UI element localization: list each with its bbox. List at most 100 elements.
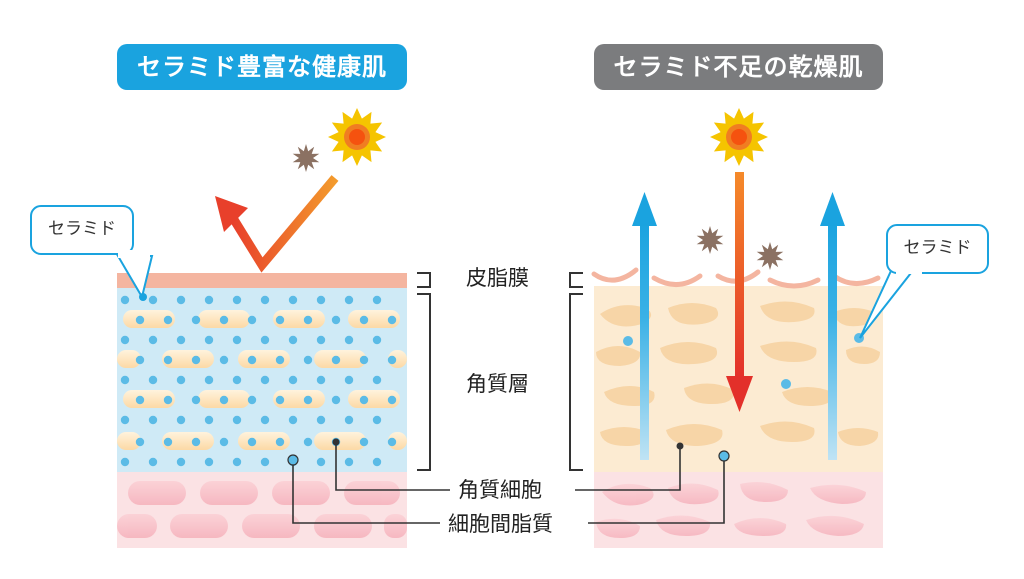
ceramide-dot bbox=[316, 295, 326, 305]
moisture-escape-arrow-left bbox=[632, 192, 657, 460]
dermis-layer-dry bbox=[594, 472, 883, 548]
ceramide-dot bbox=[387, 437, 397, 447]
ceramide-dot bbox=[387, 395, 397, 405]
ceramide-dot bbox=[316, 375, 326, 385]
ceramide-dot bbox=[219, 437, 229, 447]
ceramide-dots bbox=[120, 295, 397, 467]
uv-penetrate-arrow bbox=[726, 172, 753, 412]
ceramide-dot bbox=[316, 415, 326, 425]
ceramide-dot bbox=[191, 395, 201, 405]
ceramide-dot bbox=[176, 375, 186, 385]
ceramide-dot bbox=[387, 315, 397, 325]
ceramide-dot bbox=[344, 415, 354, 425]
ceramide-dot bbox=[247, 315, 257, 325]
ceramide-dot bbox=[316, 335, 326, 345]
ceramide-callout-label-left: セラミド bbox=[48, 219, 116, 239]
ceramide-dot bbox=[204, 457, 214, 467]
ceramide-dot bbox=[163, 437, 173, 447]
ceramide-dot bbox=[372, 335, 382, 345]
ceramide-dot bbox=[303, 437, 313, 447]
ceramide-dot bbox=[260, 415, 270, 425]
ceramide-dot bbox=[247, 395, 257, 405]
ceramide-dot bbox=[120, 375, 130, 385]
ceramide-dot bbox=[232, 457, 242, 467]
ceramide-callout-left bbox=[30, 205, 154, 301]
ceramide-dot bbox=[148, 457, 158, 467]
ceramide-dot bbox=[148, 295, 158, 305]
ceramide-dot bbox=[219, 315, 229, 325]
uv-reflect-arrowhead bbox=[215, 196, 248, 232]
ceramide-dot bbox=[120, 335, 130, 345]
ceramide-dot bbox=[288, 295, 298, 305]
ceramide-dot bbox=[120, 295, 130, 305]
ceramide-dot bbox=[232, 335, 242, 345]
irritant-particle-icon bbox=[292, 144, 320, 172]
ceramide-dot bbox=[372, 295, 382, 305]
ceramide-dot bbox=[163, 395, 173, 405]
sebum-film bbox=[117, 273, 407, 288]
ceramide-dot bbox=[372, 415, 382, 425]
lipid-marker-right bbox=[718, 450, 730, 462]
ceramide-dot bbox=[359, 315, 369, 325]
ceramide-dot bbox=[120, 457, 130, 467]
ceramide-dot bbox=[176, 335, 186, 345]
layer-brackets bbox=[417, 272, 583, 471]
irritant-particle-icon-b bbox=[756, 242, 784, 270]
ceramide-dot bbox=[344, 457, 354, 467]
ceramide-dot bbox=[191, 437, 201, 447]
ceramide-dot bbox=[288, 335, 298, 345]
ceramide-dot bbox=[331, 315, 341, 325]
ceramide-dot bbox=[275, 395, 285, 405]
ceramide-dot bbox=[387, 355, 397, 365]
ceramide-dot bbox=[372, 457, 382, 467]
ceramide-dot bbox=[344, 295, 354, 305]
ceramide-dot bbox=[191, 315, 201, 325]
ceramide-dot bbox=[331, 395, 341, 405]
ceramide-dot bbox=[260, 457, 270, 467]
ceramide-dot bbox=[219, 395, 229, 405]
stratum-corneum-label: 角質層 bbox=[466, 372, 529, 396]
ceramide-dot bbox=[163, 315, 173, 325]
ceramide-dot bbox=[176, 295, 186, 305]
ceramide-dot bbox=[344, 335, 354, 345]
ceramide-dot bbox=[247, 355, 257, 365]
leader-lines bbox=[292, 442, 725, 524]
sun-icon-dry bbox=[710, 108, 768, 166]
ceramide-dot bbox=[204, 335, 214, 345]
broken-sebum-film bbox=[591, 267, 881, 289]
ceramide-dot bbox=[275, 315, 285, 325]
ceramide-dot bbox=[176, 457, 186, 467]
ceramide-dot bbox=[232, 295, 242, 305]
healthy-skin-section bbox=[30, 108, 407, 548]
ceramide-dot bbox=[120, 415, 130, 425]
ceramide-dot bbox=[232, 375, 242, 385]
corneocyte-label: 角質細胞 bbox=[458, 478, 542, 502]
dermis-cells bbox=[117, 481, 407, 538]
irritant-particle-icon-a bbox=[696, 226, 724, 254]
ceramide-dot bbox=[275, 437, 285, 447]
healthy-skin-title: セラミド豊富な健康肌 bbox=[117, 44, 407, 90]
ceramide-dot bbox=[135, 315, 145, 325]
ceramide-dot bbox=[359, 437, 369, 447]
ceramide-dot bbox=[148, 335, 158, 345]
moisture-escape-arrow-right bbox=[820, 192, 845, 460]
ceramide-dot bbox=[163, 355, 173, 365]
ceramide-dot bbox=[260, 375, 270, 385]
dry-corneocytes bbox=[596, 301, 880, 446]
ceramide-callout-label-right: セラミド bbox=[903, 238, 972, 258]
ceramide-dot bbox=[247, 437, 257, 447]
ceramide-dot bbox=[135, 395, 145, 405]
ceramide-dot bbox=[219, 355, 229, 365]
ceramide-dot bbox=[204, 415, 214, 425]
ceramide-dot bbox=[148, 375, 158, 385]
dry-skin-title: セラミド不足の乾燥肌 bbox=[594, 44, 883, 90]
ceramide-dot bbox=[232, 415, 242, 425]
intercellular-lipid-label: 細胞間脂質 bbox=[448, 512, 553, 536]
ceramide-dot bbox=[191, 355, 201, 365]
sun-icon bbox=[328, 108, 386, 166]
ceramide-dot bbox=[260, 295, 270, 305]
ceramide-dot bbox=[303, 395, 313, 405]
uv-reflect-arrow bbox=[229, 175, 339, 273]
dermis-cells-dry bbox=[596, 482, 866, 538]
